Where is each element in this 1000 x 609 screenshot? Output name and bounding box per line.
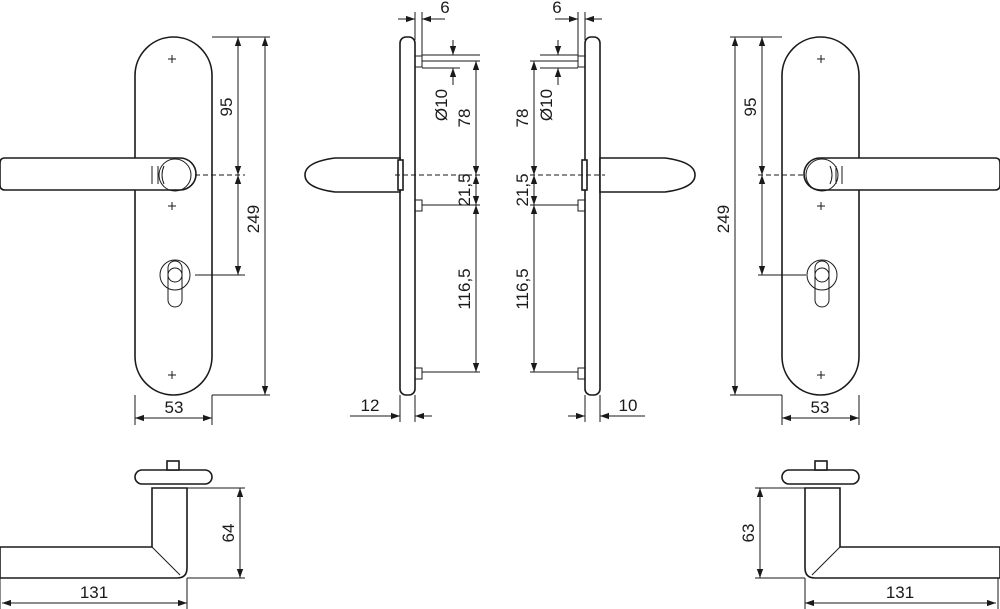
plate-profile-right	[584, 36, 601, 396]
dim-side-left-top: 6	[440, 0, 449, 17]
dim-side-left-thickness: 12	[361, 396, 380, 415]
lever-right	[803, 157, 1000, 192]
plate-profile-left	[399, 36, 416, 396]
lever-left	[0, 157, 197, 192]
dim-plan-right-length: 131	[886, 583, 914, 602]
dim-side-left-bore: Ø10	[432, 89, 451, 121]
dim-front-left-width: 53	[165, 398, 184, 417]
dim-plan-right-height: 63	[739, 524, 758, 543]
backplate-left	[134, 36, 213, 396]
dim-front-left-upper: 95	[217, 98, 236, 117]
dim-side-left-spacing-top: 78	[455, 109, 474, 128]
side-view-right: 6 Ø10 78 21,5 116,5 10	[513, 0, 696, 422]
dim-side-right-top: 6	[552, 0, 561, 17]
dim-front-right-upper: 95	[741, 98, 760, 117]
plan-view-left: 64 131	[0, 460, 245, 609]
keyhole-left	[159, 259, 191, 308]
dim-side-right-bore: Ø10	[537, 89, 556, 121]
screw-marks-right	[817, 55, 825, 379]
front-view-left: 95 249 53	[0, 36, 270, 425]
dim-side-right-thickness: 10	[619, 396, 638, 415]
screw-marks-left	[168, 55, 176, 379]
dim-side-left-spacing-mid: 21,5	[455, 173, 474, 206]
front-view-right: 95 249 53	[714, 36, 1000, 425]
dim-side-right-spacing-top: 78	[513, 109, 532, 128]
plan-view-right: 63 131	[739, 460, 1000, 609]
dim-plan-left-height: 64	[219, 524, 238, 543]
dim-front-left-lower: 249	[244, 205, 263, 233]
dim-side-left-spacing-low: 116,5	[455, 268, 474, 309]
lever-profile-right	[599, 157, 696, 193]
lever-plan-left	[0, 487, 188, 579]
dim-front-right-lower: 249	[714, 205, 733, 233]
dim-side-right-spacing-low: 116,5	[513, 268, 532, 309]
backplate-right	[781, 36, 860, 396]
rose-right	[781, 469, 860, 485]
dim-plan-left-length: 131	[80, 583, 108, 602]
side-view-left: 6 Ø10 78 21,5 116,5 12	[304, 0, 480, 422]
rose-left	[134, 469, 213, 485]
dim-side-right-spacing-mid: 21,5	[513, 173, 532, 206]
lever-plan-right	[804, 487, 1000, 579]
keyhole-right	[806, 259, 838, 308]
lever-profile-left	[304, 157, 401, 193]
dim-front-right-width: 53	[811, 398, 830, 417]
